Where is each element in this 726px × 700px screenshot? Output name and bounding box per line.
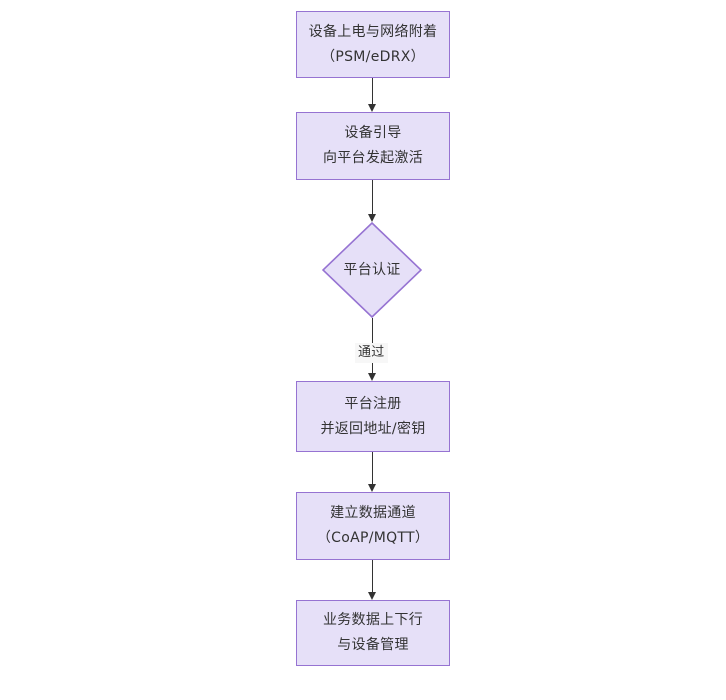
process-node-n1[interactable]: 设备上电与网络附着 （PSM/eDRX） xyxy=(296,11,450,78)
diamond-shape-icon xyxy=(322,222,422,318)
edge-connector xyxy=(372,180,373,214)
arrowhead-icon xyxy=(368,104,376,112)
process-node-n6[interactable]: 业务数据上下行与设备管理 xyxy=(296,600,450,666)
arrowhead-icon xyxy=(368,373,376,381)
process-node-label-line: 业务数据上下行 xyxy=(322,612,424,628)
edge-connector xyxy=(372,452,373,484)
arrowhead-icon xyxy=(368,214,376,222)
process-node-label-line: 设备引导 xyxy=(344,125,402,141)
process-node-label-line: 并返回地址/密钥 xyxy=(320,420,426,437)
process-node-label-line: 建立数据通道 xyxy=(330,505,416,521)
process-node-label-line: （PSM/eDRX） xyxy=(321,48,425,65)
process-node-n4[interactable]: 平台注册并返回地址/密钥 xyxy=(296,381,450,452)
process-node-label-line: 平台注册 xyxy=(344,395,402,412)
process-node-label-line: 向平台发起激活 xyxy=(322,150,424,166)
arrowhead-icon xyxy=(368,484,376,492)
process-node-label-line: （CoAP/MQTT） xyxy=(316,530,430,546)
arrowhead-icon xyxy=(368,592,376,600)
edge-connector xyxy=(372,560,373,592)
edge-connector xyxy=(372,78,373,104)
decision-node-n3[interactable]: 平台认证 xyxy=(322,222,422,318)
process-node-n5[interactable]: 建立数据通道 （CoAP/MQTT） xyxy=(296,492,450,560)
edge-label: 通过 xyxy=(355,343,388,363)
process-node-label-line: 与设备管理 xyxy=(337,637,409,653)
process-node-n2[interactable]: 设备引导向平台发起激活 xyxy=(296,112,450,180)
decision-node-label: 平台认证 xyxy=(343,261,401,278)
process-node-label-line: 设备上电与网络附着 xyxy=(308,23,438,40)
